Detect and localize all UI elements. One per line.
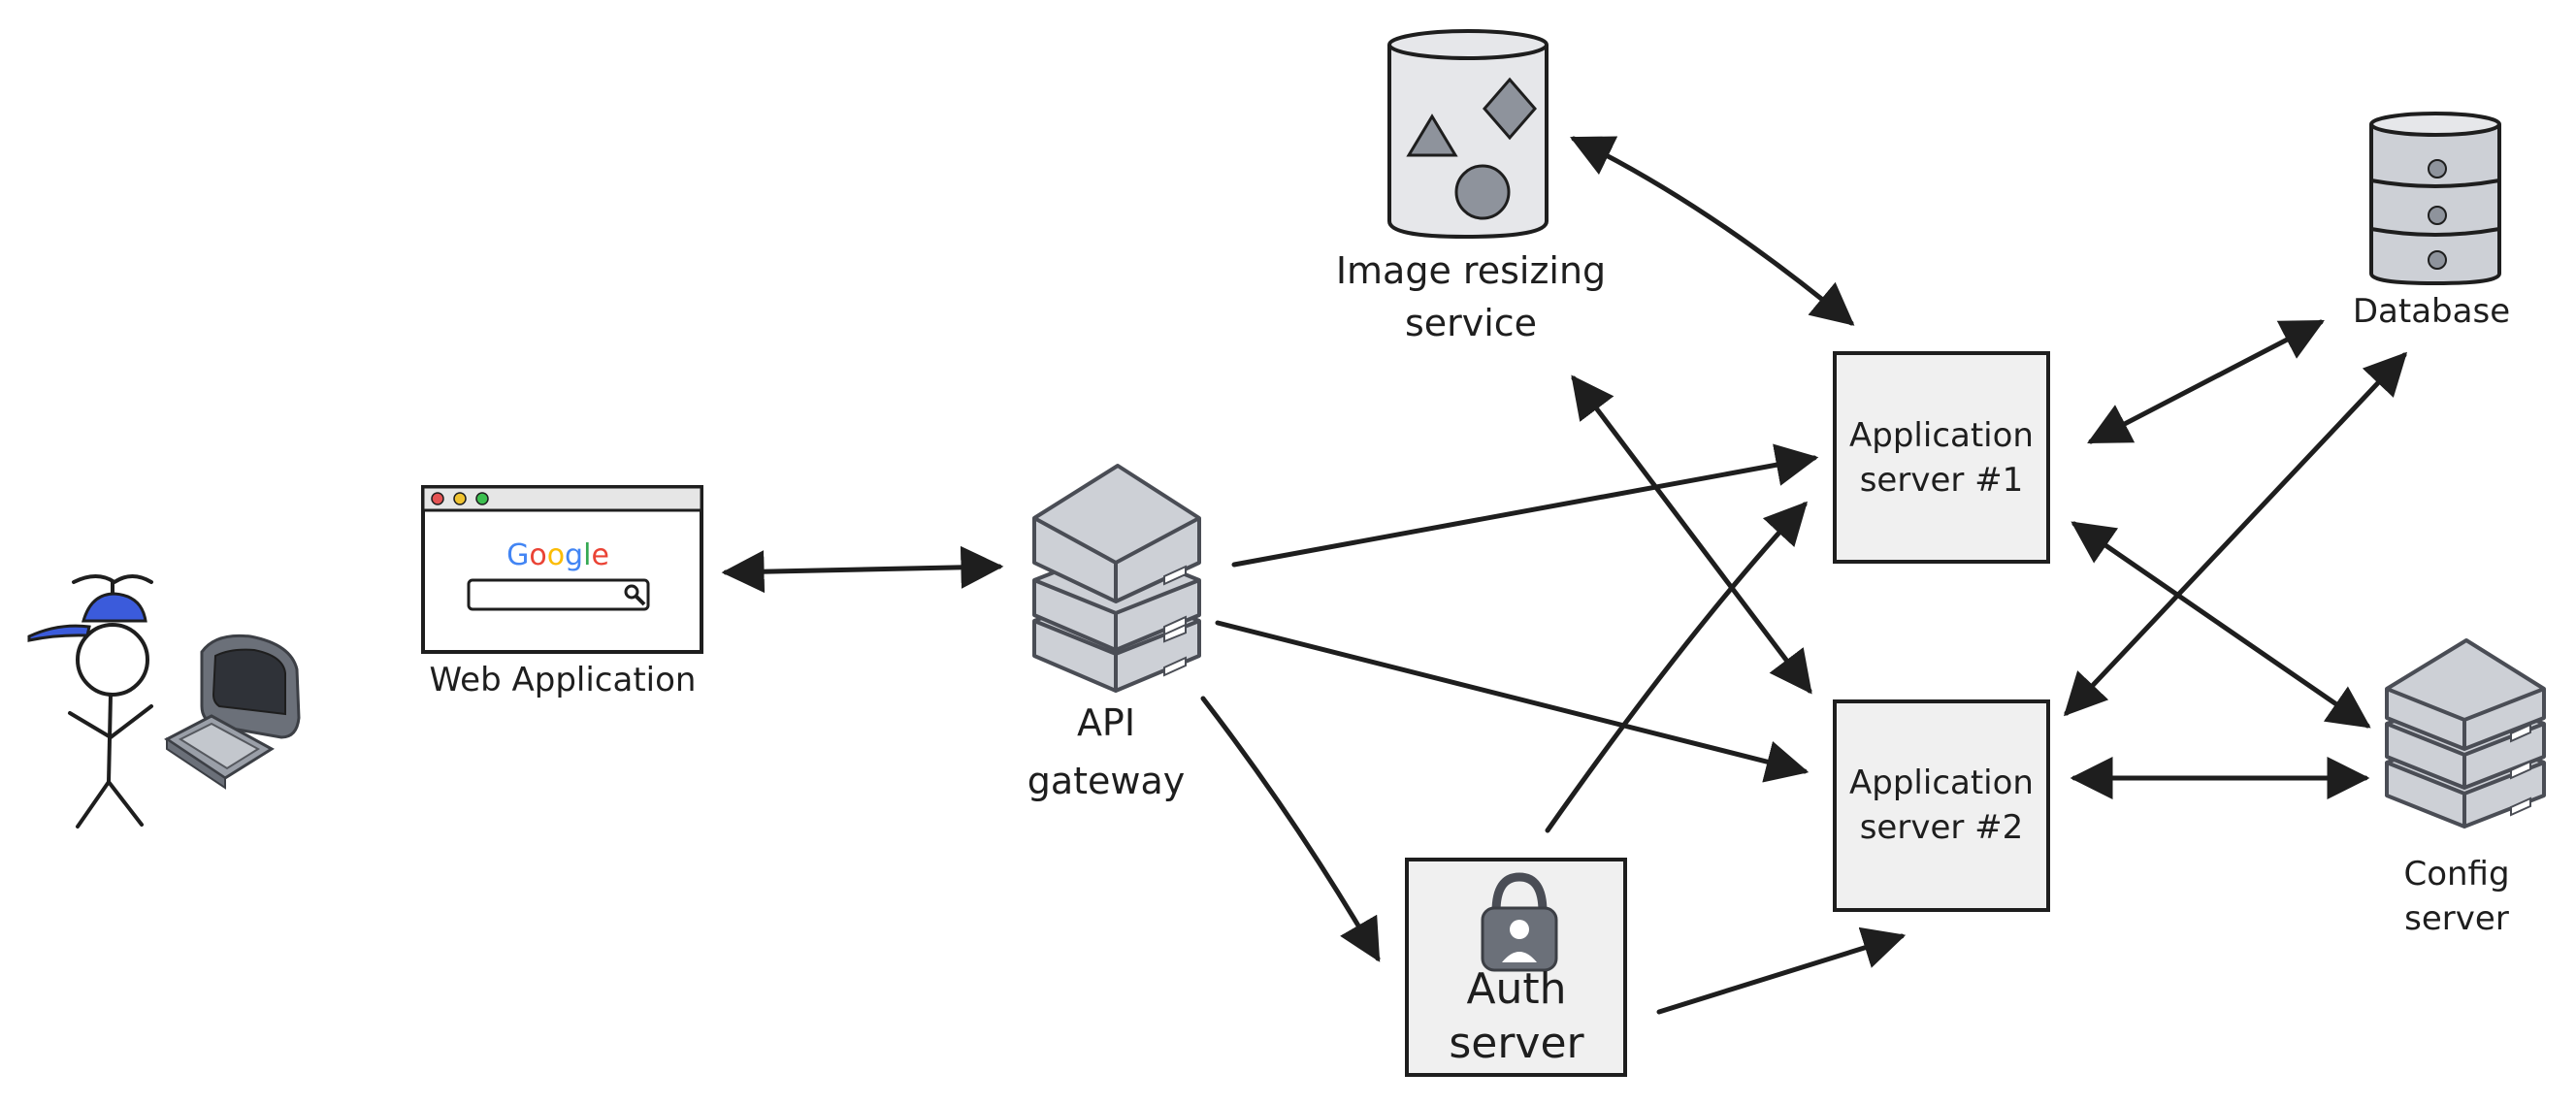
edge-appserver1-database bbox=[2087, 319, 2325, 444]
api-gateway-label-line1: API bbox=[1077, 701, 1135, 744]
google-logo-letter: G bbox=[506, 538, 529, 572]
google-logo-letter: g bbox=[565, 538, 583, 572]
image-resizing-node: Image resizing service bbox=[1336, 29, 1606, 344]
search-box bbox=[467, 578, 650, 611]
google-logo: Google bbox=[506, 538, 609, 572]
auth-server-node: Auth server bbox=[1405, 858, 1627, 1077]
api-gateway-node: API gateway bbox=[1027, 464, 1201, 802]
window-close-icon bbox=[431, 492, 444, 505]
edge-appserver2-database bbox=[2063, 351, 2408, 717]
edge-apigateway-appserver1 bbox=[1231, 443, 1819, 568]
circle-shape-icon bbox=[1454, 164, 1511, 220]
server-stack-icon bbox=[1032, 464, 1201, 693]
google-logo-letter: l bbox=[583, 538, 591, 572]
magnifier-icon bbox=[624, 584, 646, 606]
app-server-2-label-line2: server #2 bbox=[1860, 808, 2024, 847]
app-server-2-label-line1: Application bbox=[1849, 764, 2034, 802]
edge-authserver-appserver1 bbox=[1545, 501, 1808, 833]
app-server-1-box bbox=[1833, 351, 2050, 564]
app-server-1-label-line2: server #1 bbox=[1860, 461, 2024, 500]
auth-server-label-line1: Auth bbox=[1466, 964, 1566, 1014]
edge-appserver1-configserver bbox=[2071, 521, 2371, 729]
config-server-node: Config server bbox=[2385, 638, 2546, 938]
web-application-node: Google Web Application bbox=[421, 485, 703, 699]
app-server-1-node: Application server #1 bbox=[1833, 351, 2050, 564]
image-resizing-label-line2: service bbox=[1405, 302, 1537, 344]
api-gateway-label-line2: gateway bbox=[1027, 760, 1186, 802]
diamond-shape-icon bbox=[1483, 77, 1537, 141]
app-server-2-box bbox=[1833, 699, 2050, 912]
edge-webapp-apigateway bbox=[721, 545, 1004, 594]
database-icon bbox=[2369, 112, 2501, 286]
database-node: Database bbox=[2353, 112, 2510, 331]
window-maximize-icon bbox=[475, 492, 489, 505]
database-label: Database bbox=[2353, 292, 2510, 331]
computer-icon bbox=[164, 634, 301, 790]
browser-titlebar bbox=[421, 485, 703, 512]
user-stick-figure bbox=[27, 574, 153, 829]
server-stack-icon bbox=[2385, 638, 2546, 829]
edges bbox=[721, 136, 2408, 1015]
web-application-label: Web Application bbox=[430, 661, 697, 699]
propeller-hat bbox=[82, 592, 147, 623]
browser-window bbox=[421, 485, 703, 654]
lock-icon bbox=[1481, 872, 1558, 972]
edge-authserver-appserver2 bbox=[1656, 926, 1907, 1015]
config-server-label-line2: server bbox=[2404, 899, 2509, 938]
app-server-1-label-line1: Application bbox=[1849, 416, 2034, 455]
google-logo-letter: o bbox=[547, 538, 565, 572]
auth-server-label-line2: server bbox=[1449, 1019, 1584, 1068]
edge-imageresizing-appserver1 bbox=[1570, 136, 1855, 326]
app-server-2-node: Application server #2 bbox=[1833, 699, 2050, 912]
window-minimize-icon bbox=[453, 492, 467, 505]
config-server-label-line1: Config bbox=[2403, 855, 2509, 894]
edge-apigateway-appserver2 bbox=[1215, 620, 1810, 783]
edge-imageresizing-appserver2 bbox=[1571, 374, 1812, 695]
edge-apigateway-authserver bbox=[1200, 696, 1381, 962]
google-logo-letter: e bbox=[591, 538, 608, 572]
google-logo-letter: o bbox=[529, 538, 546, 572]
triangle-shape-icon bbox=[1406, 114, 1458, 157]
storage-cylinder-icon bbox=[1387, 29, 1549, 240]
image-resizing-label-line1: Image resizing bbox=[1336, 249, 1606, 292]
